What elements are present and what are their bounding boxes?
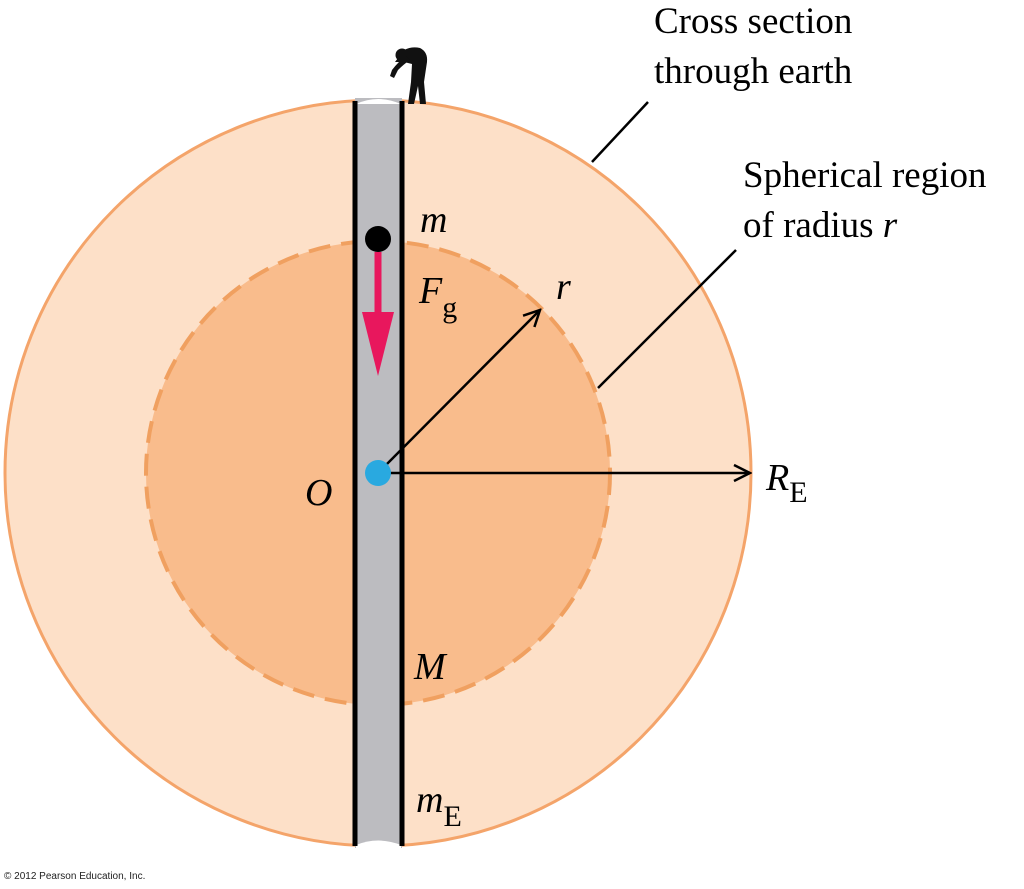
radius-r-arrow xyxy=(379,310,540,472)
earth-radius-label-main: R xyxy=(765,457,789,499)
person-peering-icon xyxy=(390,47,428,104)
earth-section-label-line2: through earth xyxy=(654,51,853,92)
spherical-region-label-text: of radius xyxy=(743,205,883,246)
spherical-region-leader xyxy=(597,249,737,389)
copyright-credit: © 2012 Pearson Education, Inc. xyxy=(4,871,145,882)
spherical-region-label-r: r xyxy=(883,205,898,246)
spherical-region-label-line1: Spherical region xyxy=(743,155,987,196)
earth-section-label-line1: Cross section xyxy=(654,1,852,42)
center-label: O xyxy=(305,472,332,514)
earth-mass-label-main: m xyxy=(416,779,443,821)
earth-mass-label: mE xyxy=(416,779,462,833)
spherical-region-label-line2: of radius r xyxy=(743,205,898,246)
center-dot xyxy=(365,460,391,486)
tunnel-bottom-opening xyxy=(356,840,401,850)
earth-section-leader xyxy=(591,101,649,163)
force-label-sub: g xyxy=(442,291,457,324)
earth-radius-label-sub: E xyxy=(789,476,807,509)
small-mass-label: m xyxy=(420,199,447,241)
force-label-main: F xyxy=(418,270,443,312)
earth-radius-label: RE xyxy=(765,457,808,509)
tunnel-top-opening xyxy=(356,99,401,104)
inner-mass-label: M xyxy=(413,646,448,688)
force-arrow-head xyxy=(362,312,394,376)
radius-r-label: r xyxy=(556,266,571,308)
force-label: Fg xyxy=(418,270,457,324)
earth-mass-label-sub: E xyxy=(443,800,461,833)
small-mass-dot xyxy=(365,226,391,252)
